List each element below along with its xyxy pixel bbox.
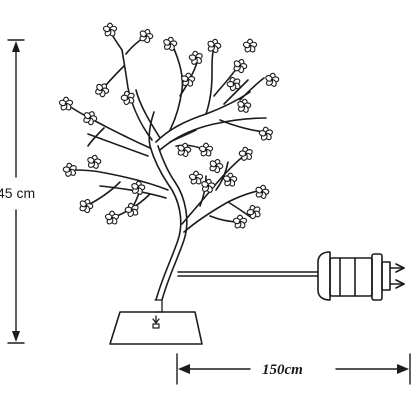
- flower-icon: [232, 214, 248, 229]
- arrow-down-icon: [12, 331, 20, 342]
- flower-icon: [258, 126, 273, 141]
- flower-icon: [104, 210, 120, 225]
- arrow-left-icon: [178, 364, 190, 374]
- height-dimension: 45 cm: [0, 39, 52, 344]
- flower-icon: [238, 146, 253, 161]
- flower-icon: [124, 202, 139, 218]
- flower-icon: [102, 22, 118, 37]
- flower-icon: [188, 170, 204, 185]
- flower-icon: [120, 90, 135, 106]
- height-label: 45 cm: [0, 185, 35, 201]
- flower-icon: [226, 76, 241, 92]
- flower-icon: [131, 180, 146, 195]
- flower-icon: [181, 72, 196, 87]
- flower-icon: [242, 38, 258, 53]
- tree-base: [109, 299, 203, 345]
- flower-icon: [95, 83, 110, 98]
- flower-icon: [209, 158, 224, 174]
- flower-icon: [246, 204, 261, 220]
- flower-icon: [62, 162, 77, 177]
- cable-length-label: 150cm: [262, 362, 303, 378]
- flower-icon: [198, 142, 214, 157]
- flower-icon: [265, 72, 280, 87]
- flower-icon: [58, 96, 74, 111]
- flower-icon: [233, 58, 248, 74]
- flower-icon: [83, 111, 98, 126]
- arrow-up-icon: [12, 41, 20, 52]
- arrow-right-icon: [397, 364, 409, 374]
- tree-flowers: [58, 22, 280, 229]
- cable-dimension: 150cm: [176, 353, 411, 385]
- flower-icon: [177, 142, 192, 158]
- arrow-down-icon: [152, 315, 160, 324]
- flower-icon: [255, 184, 270, 200]
- flower-icon: [223, 172, 238, 187]
- flower-icon: [139, 28, 154, 44]
- cable: [177, 271, 319, 277]
- flower-icon: [207, 38, 222, 54]
- flower-icon: [201, 178, 216, 193]
- flower-icon: [87, 154, 102, 169]
- flower-icon: [163, 36, 178, 51]
- plug: [317, 251, 405, 301]
- flower-icon: [188, 50, 203, 65]
- flower-icon: [237, 98, 252, 113]
- flower-icon: [79, 198, 94, 214]
